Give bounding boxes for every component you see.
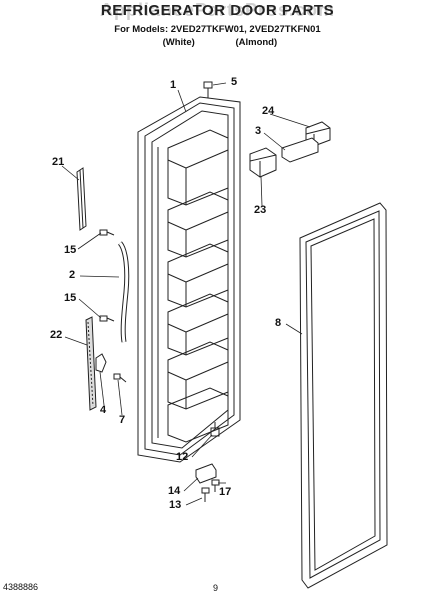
callout-5: 5: [231, 76, 238, 88]
callout-17: 17: [219, 486, 232, 498]
door-shelves: [167, 129, 229, 443]
diagram-title: REFRIGERATOR DOOR PARTS: [100, 2, 335, 19]
variant-almond: (Almond): [235, 37, 278, 48]
callout-12: 12: [176, 451, 189, 463]
callout-24: 24: [262, 105, 275, 117]
watermark-text: AppliancePartsPros.com: [99, 0, 336, 20]
handle-screw-15-lower: [99, 315, 115, 322]
document-number: 4388886: [3, 582, 39, 592]
screw-5: [203, 81, 213, 98]
callout-2: 2: [69, 269, 76, 281]
screw-13: [201, 487, 210, 502]
handle-screw-15-upper: [99, 229, 115, 236]
page-number: 9: [213, 583, 219, 593]
models-line: For Models: 2VED27TKFW01, 2VED27TKFN01: [114, 24, 321, 35]
variant-white: (White): [162, 37, 195, 48]
handle-trim-22: [85, 316, 97, 411]
callout-8: 8: [275, 317, 282, 329]
hinge-14: [195, 463, 217, 484]
callout-22: 22: [50, 329, 63, 341]
bin-clip-23: [249, 147, 277, 178]
callout-4: 4: [100, 404, 107, 416]
callout-15-lower: 15: [64, 292, 77, 304]
screw-17: [211, 479, 220, 492]
screw-7: [113, 373, 127, 383]
callout-7: 7: [119, 414, 126, 426]
door-handle-2: [117, 241, 130, 343]
bin-cover-3: [281, 137, 319, 163]
callout-1: 1: [170, 79, 177, 91]
door-gasket-8: [299, 202, 388, 589]
color-variants: (White) (Almond): [0, 37, 435, 48]
hinge-bracket-12: [210, 422, 220, 437]
callout-3: 3: [255, 125, 262, 137]
callout-21: 21: [52, 156, 65, 168]
callout-13: 13: [169, 499, 182, 511]
leader-lines: [61, 82, 311, 506]
gasket-strip-21: [76, 167, 87, 231]
callout-15-upper: 15: [64, 244, 77, 256]
hinge-part-4: [95, 353, 107, 373]
callout-14: 14: [168, 485, 181, 497]
callout-23: 23: [254, 204, 267, 216]
